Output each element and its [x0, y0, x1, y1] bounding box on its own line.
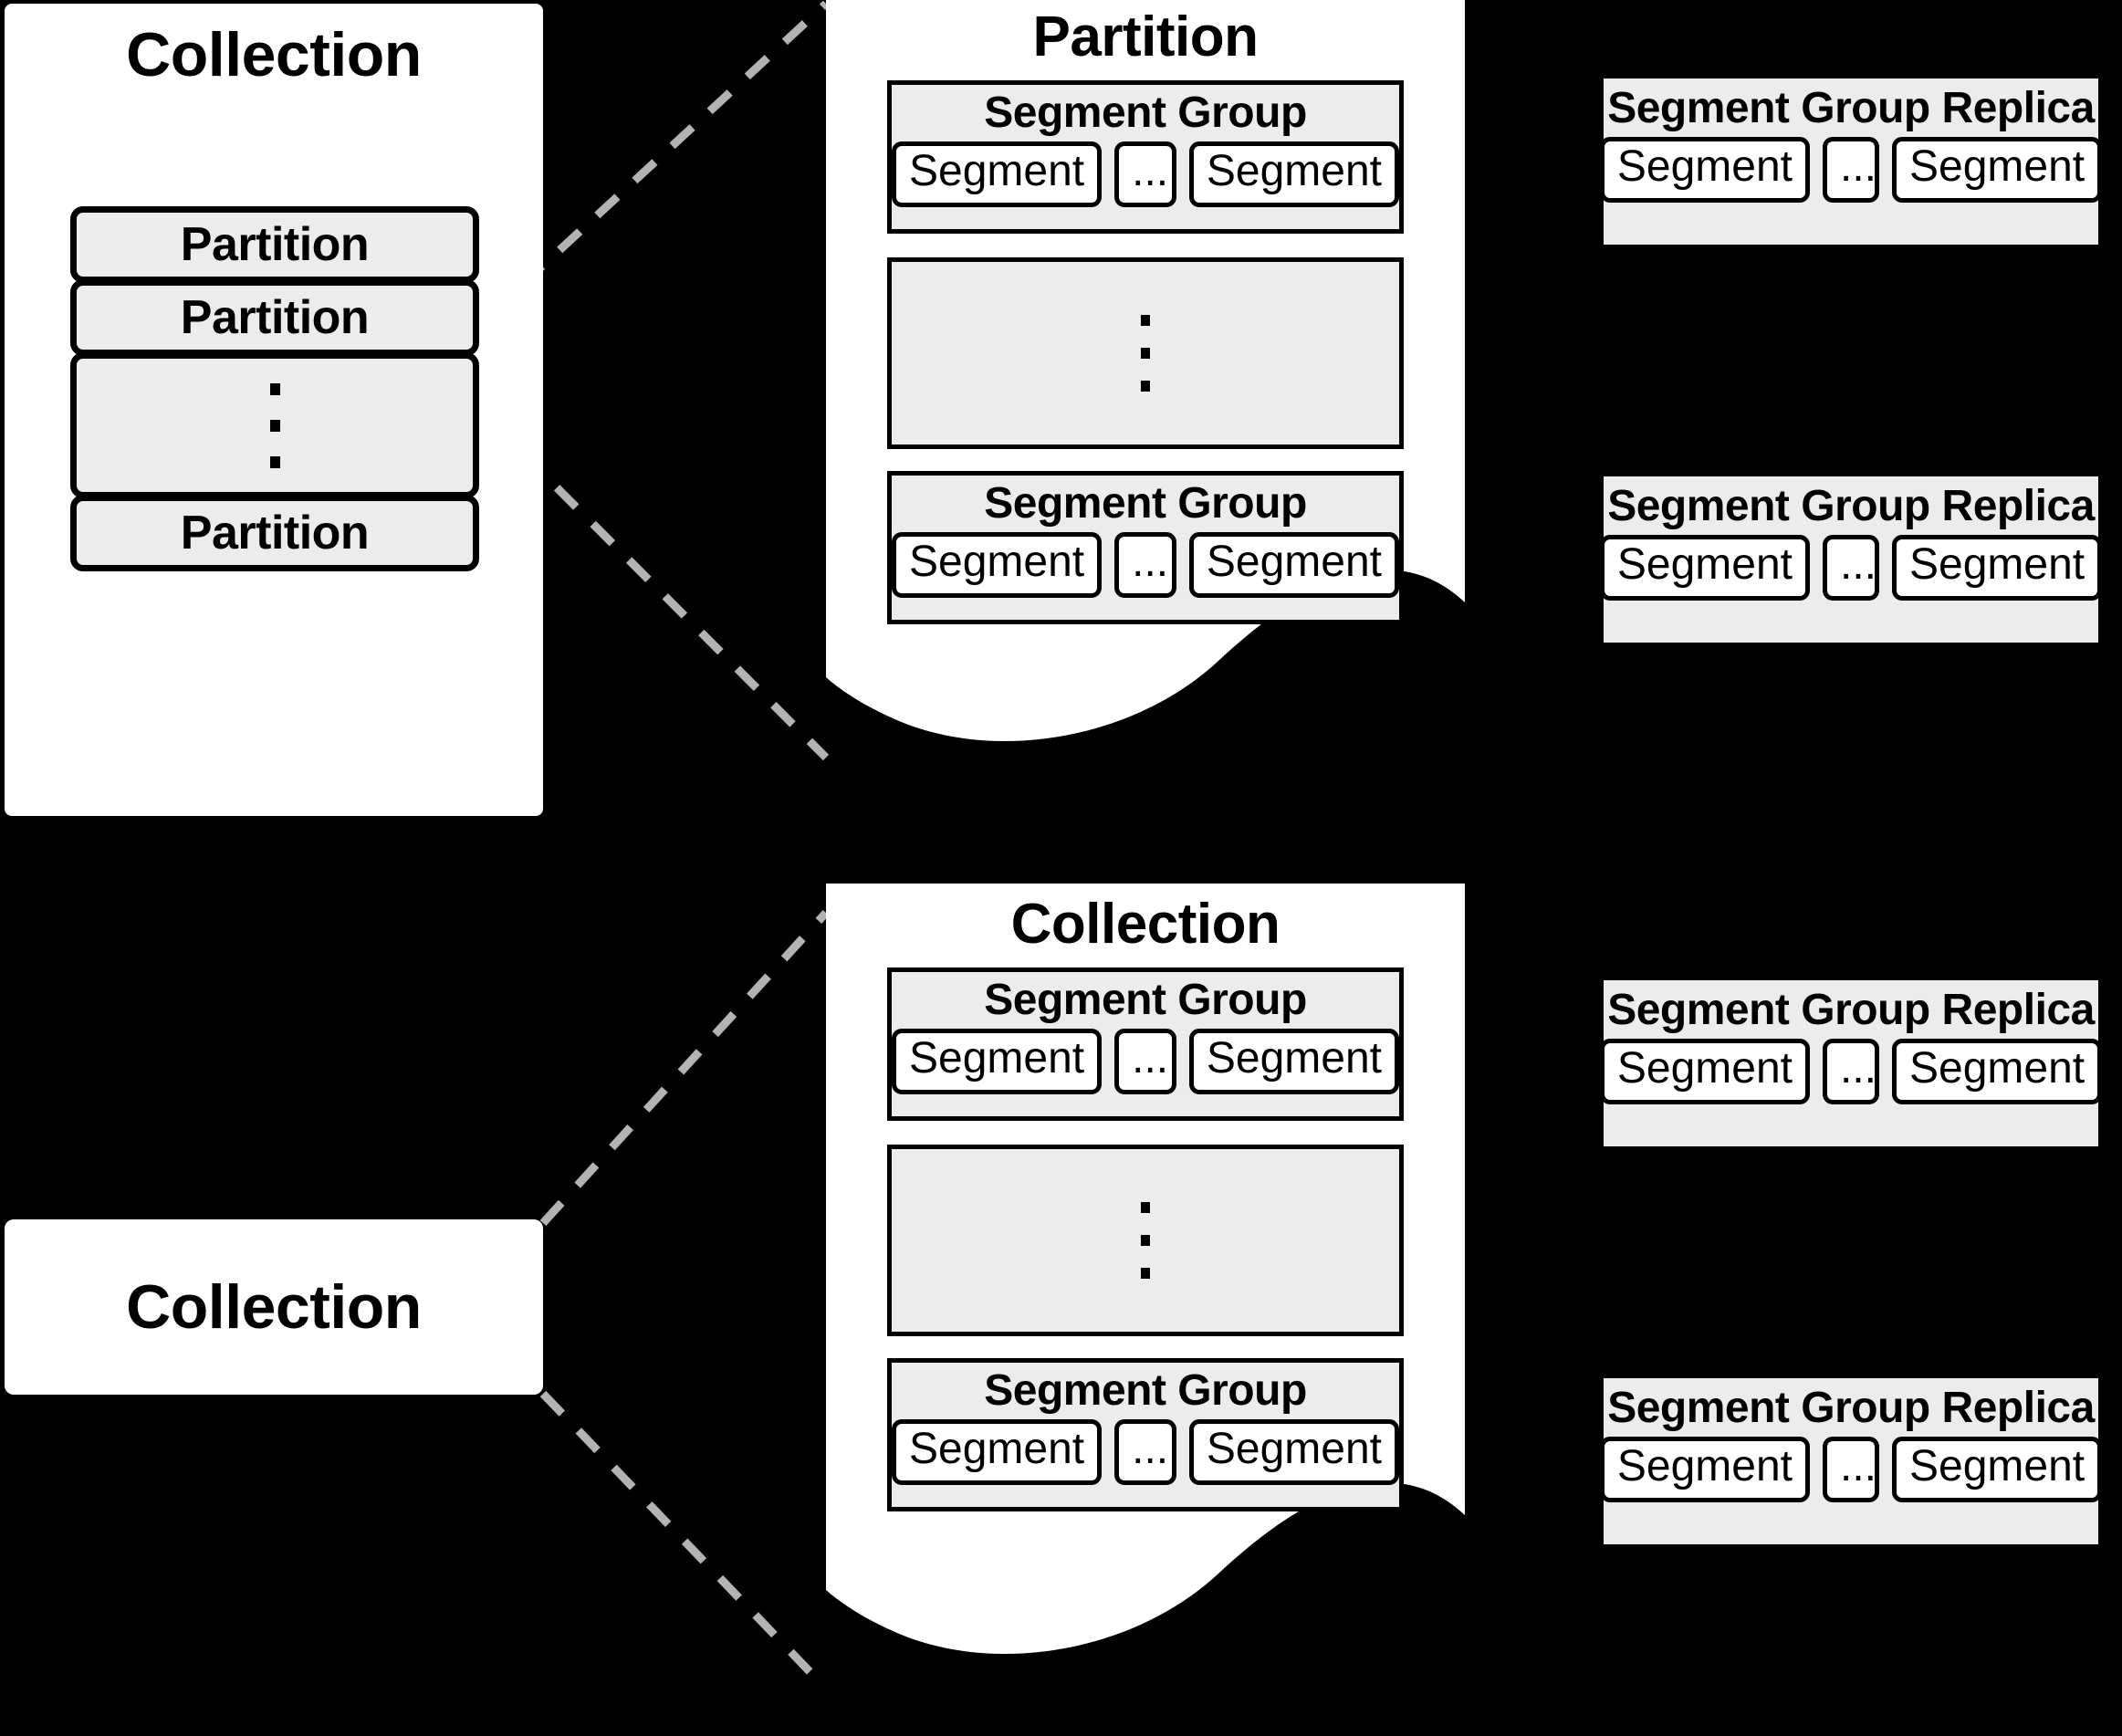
- segment-group-replica-4: Segment Group Replica Segment ... Segmen…: [1599, 1378, 2103, 1544]
- partition-item-1-label: Partition: [180, 218, 370, 271]
- segment-ellipsis: ...: [1823, 1039, 1879, 1105]
- segment-group-2: Segment Group Segment ... Segment: [887, 471, 1404, 624]
- partition-item-2-label: Partition: [180, 291, 370, 344]
- collection-card-bottom[interactable]: Collection: [5, 1219, 543, 1395]
- segment-box[interactable]: Segment: [1188, 141, 1399, 208]
- partition-panel-title: Partition: [1032, 5, 1259, 68]
- segment-group-replica-3-segments: Segment ... Segment: [1599, 1033, 2103, 1114]
- segment-ellipsis: ...: [1114, 141, 1176, 208]
- segment-group-replica-1-segments: Segment ... Segment: [1599, 131, 2103, 212]
- vertical-ellipsis-icon: [1141, 1202, 1150, 1279]
- segment-box[interactable]: Segment: [1599, 535, 1810, 601]
- partition-item-4[interactable]: Partition: [70, 495, 479, 571]
- segment-ellipsis: ...: [1114, 1419, 1176, 1486]
- segment-group-3: Segment Group Segment ... Segment: [887, 967, 1404, 1121]
- segment-group-replica-2: Segment Group Replica Segment ... Segmen…: [1599, 476, 2103, 643]
- partition-stack: Partition Partition Partition: [70, 206, 479, 571]
- partition-item-4-label: Partition: [180, 507, 370, 559]
- segment-box[interactable]: Segment: [1599, 137, 1810, 204]
- segment-group-replica-2-segments: Segment ... Segment: [1599, 529, 2103, 610]
- segment-box[interactable]: Segment: [1599, 1039, 1810, 1105]
- vertical-ellipsis-icon: [269, 382, 280, 468]
- segment-box[interactable]: Segment: [1892, 535, 2103, 601]
- collection-card-top: Collection Partition Partition Partition: [5, 4, 543, 816]
- segment-group-replica-4-title: Segment Group Replica: [1607, 1384, 2095, 1432]
- segment-box[interactable]: Segment: [1892, 137, 2103, 204]
- segment-group-3-segments: Segment ... Segment: [892, 1023, 1399, 1103]
- collection-detail-panel: Collection Segment Group Segment ... Seg…: [826, 884, 1465, 1736]
- segment-ellipsis: ...: [1114, 1029, 1176, 1095]
- segment-box[interactable]: Segment: [892, 141, 1103, 208]
- segment-box[interactable]: Segment: [1188, 1029, 1399, 1095]
- segment-ellipsis: ...: [1823, 1437, 1879, 1503]
- segment-group-replica-1-title: Segment Group Replica: [1607, 84, 2095, 132]
- segment-group-2-title: Segment Group: [984, 479, 1307, 528]
- segment-ellipsis: ...: [1823, 535, 1879, 601]
- segment-ellipsis: ...: [1823, 137, 1879, 204]
- segment-box[interactable]: Segment: [892, 532, 1103, 599]
- segment-group-replica-4-segments: Segment ... Segment: [1599, 1431, 2103, 1511]
- partition-detail-panel: Partition Segment Group Segment ... Segm…: [826, 0, 1465, 821]
- segment-box[interactable]: Segment: [1892, 1039, 2103, 1105]
- segment-group-4-title: Segment Group: [984, 1366, 1307, 1415]
- collection-panel-title: Collection: [1010, 893, 1281, 956]
- segment-ellipsis: ...: [1114, 532, 1176, 599]
- segment-box[interactable]: Segment: [1188, 1419, 1399, 1486]
- segment-group-1: Segment Group Segment ... Segment: [887, 80, 1404, 234]
- segment-group-2-segments: Segment ... Segment: [892, 527, 1399, 607]
- segment-box[interactable]: Segment: [1892, 1437, 2103, 1503]
- segment-box[interactable]: Segment: [1188, 532, 1399, 599]
- segment-group-replica-2-title: Segment Group Replica: [1607, 482, 2095, 530]
- segment-group-ellipsis: [887, 1145, 1404, 1336]
- segment-group-replica-3-title: Segment Group Replica: [1607, 986, 2095, 1034]
- collection-card-bottom-title: Collection: [126, 1272, 422, 1342]
- segment-box[interactable]: Segment: [1599, 1437, 1810, 1503]
- vertical-ellipsis-icon: [1141, 315, 1150, 392]
- segment-group-1-title: Segment Group: [984, 89, 1307, 137]
- segment-box[interactable]: Segment: [892, 1029, 1103, 1095]
- partition-item-2[interactable]: Partition: [70, 279, 479, 356]
- partition-item-1[interactable]: Partition: [70, 206, 479, 283]
- segment-group-replica-1: Segment Group Replica Segment ... Segmen…: [1599, 78, 2103, 245]
- segment-group-replica-3: Segment Group Replica Segment ... Segmen…: [1599, 980, 2103, 1146]
- segment-group-4: Segment Group Segment ... Segment: [887, 1358, 1404, 1511]
- partition-item-ellipsis: [70, 352, 479, 498]
- segment-group-4-segments: Segment ... Segment: [892, 1414, 1399, 1494]
- segment-group-1-segments: Segment ... Segment: [892, 136, 1399, 216]
- segment-group-3-title: Segment Group: [984, 976, 1307, 1024]
- collection-card-top-title: Collection: [126, 20, 422, 89]
- segment-box[interactable]: Segment: [892, 1419, 1103, 1486]
- segment-group-ellipsis: [887, 257, 1404, 449]
